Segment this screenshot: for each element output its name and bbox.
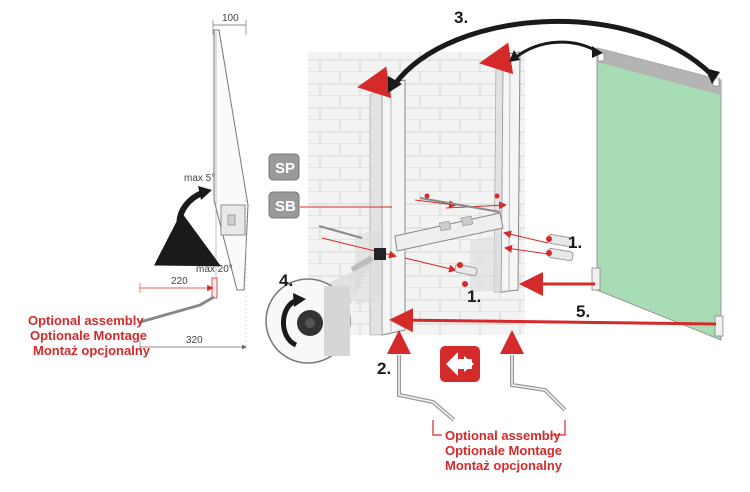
step-2-label: 2. <box>377 359 391 378</box>
glass-panel <box>591 47 724 341</box>
max-20-label: max 20° <box>196 264 233 275</box>
wall-bracket <box>394 212 504 252</box>
step-5-label: 5. <box>576 302 590 321</box>
slide-arrow-lower <box>389 308 717 333</box>
sp-badge-label: SP <box>275 160 295 177</box>
step-3-label: 3. <box>454 8 468 27</box>
optional-bottom-en: Optional assembly <box>445 428 561 443</box>
optional-left-de: Optionale Montage <box>30 328 147 343</box>
lift-arrow-small <box>514 40 599 60</box>
dim-320-label: 320 <box>186 335 203 346</box>
anchor-lower <box>454 262 478 287</box>
optional-bottom-pl: Montaż opcjonalny <box>445 458 563 473</box>
sb-badge: SB <box>268 191 392 219</box>
step-1-bottom-label: 1. <box>467 287 481 306</box>
lift-arrow-large <box>392 18 714 86</box>
screws <box>318 193 574 287</box>
top-left-red-arrow <box>357 66 392 99</box>
side-panel <box>213 29 249 291</box>
stand-legs <box>397 355 567 422</box>
knob-detail <box>265 262 372 364</box>
anchor-upper <box>424 193 500 199</box>
sb-badge-label: SB <box>275 198 296 215</box>
dim-220-label: 220 <box>171 276 188 287</box>
max-5-label: max 5° <box>184 173 215 184</box>
optional-left-pl: Montaż opcjonalny <box>33 343 151 358</box>
side-view: 100 max 5° max 20° 220 320 <box>139 13 249 352</box>
tilt-arrow <box>153 189 222 267</box>
step-1-right-label: 1. <box>568 233 582 252</box>
top-right-red-arrow <box>479 42 514 75</box>
anchor-right-upper <box>546 234 574 248</box>
swap-icon <box>440 346 480 382</box>
anchor-right-lower <box>546 248 574 262</box>
sp-badge: SP <box>268 153 300 181</box>
wall-knob <box>374 248 386 260</box>
step-4-label: 4. <box>279 271 293 290</box>
side-optional-leg <box>139 295 215 324</box>
dim-100-label: 100 <box>222 13 239 24</box>
side-foot <box>211 277 218 299</box>
optional-assembly-bottom: Optional assembly Optionale Montage Mont… <box>445 428 563 473</box>
optional-assembly-left: Optional assembly Optionale Montage Mont… <box>28 313 151 358</box>
optional-left-en: Optional assembly <box>28 313 144 328</box>
optional-bottom-de: Optionale Montage <box>445 443 562 458</box>
rotate-arrow-icon <box>293 293 306 307</box>
